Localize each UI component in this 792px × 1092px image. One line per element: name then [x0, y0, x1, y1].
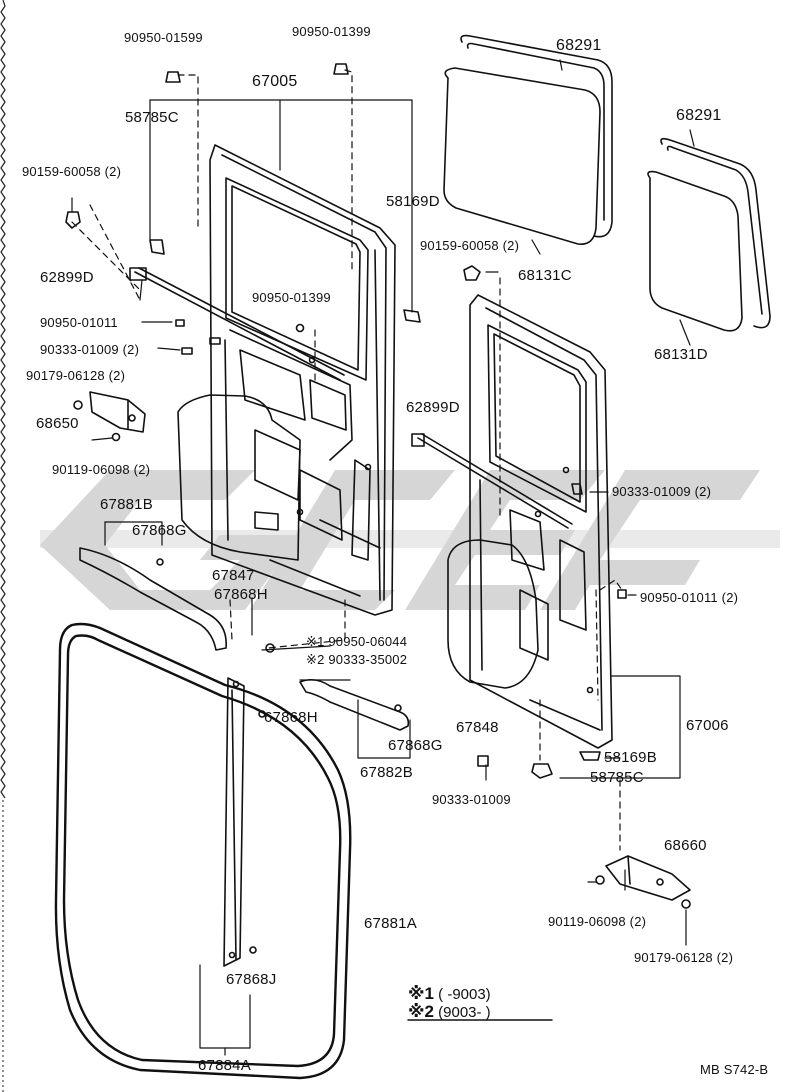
part-label: 90179-06128 (2)	[26, 368, 126, 383]
part-label: 67881A	[364, 915, 417, 932]
weatherstrip-67881b	[79, 547, 227, 651]
part-label: 90159-60058 (2)	[22, 164, 122, 179]
weatherstrip-67881a	[54, 622, 352, 1080]
frame-68291-lower	[660, 137, 771, 329]
footnote-range: (9003- )	[438, 1004, 491, 1021]
footnote-range: ( -9003)	[438, 986, 491, 1003]
part-label: 68291	[556, 37, 602, 54]
right-leader-lines	[485, 271, 687, 946]
part-label: ※1 90950-06044	[306, 634, 408, 649]
right-back-door-panel	[469, 294, 613, 749]
footnote-mark: ※2	[408, 1002, 434, 1021]
left-back-door-panel	[209, 144, 396, 616]
footnote-1: ※1 ( -9003)	[408, 984, 491, 1003]
part-label: 68660	[664, 837, 707, 854]
hinge-68650	[73, 391, 146, 442]
left-dashed-guides	[71, 69, 353, 649]
glass-68131d	[647, 170, 743, 332]
part-label: 62899D	[40, 269, 94, 286]
part-label: 67848	[456, 719, 499, 736]
part-label: 62899D	[406, 399, 460, 416]
part-label: 90159-60058 (2)	[420, 238, 520, 253]
part-label: 90179-06128 (2)	[634, 950, 734, 965]
part-label: ※2 90333-35002	[306, 652, 408, 667]
weatherstrip-67882b-leaders	[357, 699, 411, 759]
part-label: 67868H	[264, 709, 318, 726]
part-label: 67005	[252, 73, 298, 90]
part-label: 90950-01399	[252, 290, 331, 305]
left-trim-board	[177, 394, 301, 561]
right-dashed-guides	[499, 277, 623, 851]
part-label: 68291	[676, 107, 722, 124]
part-label: 90333-01009 (2)	[40, 342, 140, 357]
part-label: 68131D	[654, 346, 708, 363]
part-label: 90950-01011 (2)	[640, 590, 739, 605]
diagram-code: MB S742-B	[700, 1062, 769, 1077]
right-trim-board	[447, 539, 539, 689]
right-stay-rod	[411, 433, 573, 529]
part-label: 67884A	[198, 1057, 251, 1074]
part-label: 58785C	[590, 769, 644, 786]
part-label: 67882B	[360, 764, 413, 781]
part-label: 90119-06098 (2)	[548, 914, 647, 929]
glass-68131c	[443, 67, 601, 245]
left-stay-rod	[129, 267, 345, 381]
part-label: 90950-01399	[292, 24, 371, 39]
footnote-mark: ※1	[408, 984, 434, 1003]
page-edge	[0, 0, 6, 1092]
part-label: 67006	[686, 717, 729, 734]
part-label: 67881B	[100, 496, 153, 513]
part-label: 58785C	[125, 109, 179, 126]
part-label: 90333-01009 (2)	[612, 484, 712, 499]
part-label: 90950-01011	[40, 315, 118, 330]
part-label: 67868G	[388, 737, 443, 754]
part-label: 68131C	[518, 267, 572, 284]
part-label: 58169D	[386, 193, 440, 210]
glass-leaders	[531, 59, 695, 346]
left-fasteners	[65, 63, 421, 355]
hinge-68660	[595, 855, 691, 909]
part-label: 68650	[36, 415, 79, 432]
right-fasteners	[265, 265, 627, 779]
left-leader-lines	[71, 99, 413, 681]
part-label: 58169B	[604, 749, 657, 766]
footnote-2: ※2 (9003- )	[408, 1002, 491, 1021]
part-label: 67868J	[226, 971, 277, 988]
part-label: 67868G	[132, 522, 187, 539]
part-label: 67847	[212, 567, 255, 584]
part-label: 90119-06098 (2)	[52, 462, 151, 477]
part-label: 67868H	[214, 586, 268, 603]
division-bar-leaders	[199, 964, 251, 1056]
weatherstrip-67882b	[299, 678, 410, 731]
part-label: 90333-01009	[432, 792, 511, 807]
division-bar-67884a	[223, 677, 266, 967]
frame-68291-upper	[460, 34, 613, 238]
part-label: 90950-01599	[124, 30, 203, 45]
